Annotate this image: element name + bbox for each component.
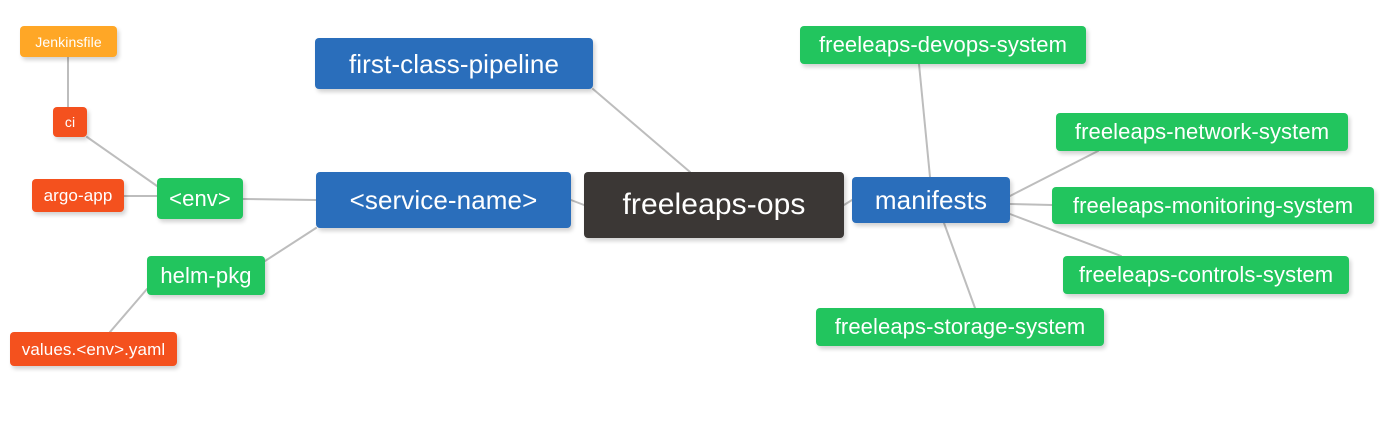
node-controls[interactable]: freeleaps-controls-system [1063, 256, 1349, 294]
edge-service-to-env [242, 198, 317, 201]
node-label-network: freeleaps-network-system [1074, 119, 1330, 144]
edge-root-to-pipeline [592, 88, 691, 173]
node-label-helm: helm-pkg [160, 262, 252, 288]
node-service[interactable]: <service-name> [316, 172, 571, 228]
node-label-pipeline: first-class-pipeline [348, 48, 560, 79]
node-label-argoapp: argo-app [43, 186, 113, 205]
edge-manifests-to-monitoring [1009, 203, 1053, 206]
node-root[interactable]: freeleaps-ops [584, 172, 844, 238]
node-label-manifests: manifests [874, 185, 988, 215]
node-label-controls: freeleaps-controls-system [1078, 262, 1334, 287]
node-label-root: freeleaps-ops [622, 188, 806, 221]
edge-root-to-manifests [843, 199, 853, 206]
edge-manifests-to-devops [918, 63, 931, 178]
node-label-service: <service-name> [349, 185, 538, 215]
node-pipeline[interactable]: first-class-pipeline [315, 38, 593, 89]
node-network[interactable]: freeleaps-network-system [1056, 113, 1348, 151]
node-env[interactable]: <env> [157, 178, 243, 219]
node-label-env: <env> [169, 185, 231, 211]
edge-root-to-service [570, 199, 585, 206]
node-monitoring[interactable]: freeleaps-monitoring-system [1052, 187, 1374, 224]
edge-manifests-to-storage [943, 222, 976, 309]
node-label-valuesyaml: values.<env>.yaml [21, 339, 166, 359]
node-argoapp[interactable]: argo-app [32, 179, 124, 212]
node-label-jenkinsfile: Jenkinsfile [35, 33, 102, 50]
node-label-monitoring: freeleaps-monitoring-system [1072, 192, 1354, 218]
node-label-devops: freeleaps-devops-system [818, 32, 1068, 57]
node-jenkinsfile[interactable]: Jenkinsfile [20, 26, 117, 57]
node-storage[interactable]: freeleaps-storage-system [816, 308, 1104, 346]
node-helm[interactable]: helm-pkg [147, 256, 265, 295]
node-label-ci: ci [64, 114, 76, 130]
edge-helm-to-valuesyaml [109, 288, 148, 333]
node-valuesyaml[interactable]: values.<env>.yaml [10, 332, 177, 366]
node-label-storage: freeleaps-storage-system [834, 314, 1086, 339]
node-manifests[interactable]: manifests [852, 177, 1010, 223]
edge-service-to-helm [264, 227, 317, 262]
node-devops[interactable]: freeleaps-devops-system [800, 26, 1086, 64]
node-ci[interactable]: ci [53, 107, 87, 137]
